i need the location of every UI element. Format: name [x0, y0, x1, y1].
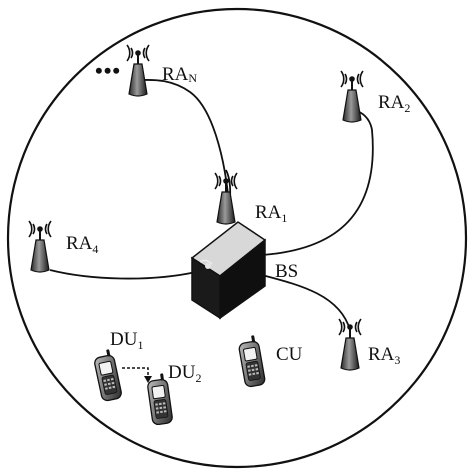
- antenna-ra3-icon: [338, 318, 362, 371]
- link-ra4: [49, 269, 197, 280]
- antenna-ran-icon: [126, 44, 150, 97]
- coverage-circle: [6, 7, 468, 469]
- label-du2: DU2: [168, 362, 201, 385]
- phone-du1-icon: [91, 347, 124, 403]
- antenna-ra2-icon: [340, 70, 364, 123]
- antenna-ra1-icon: [214, 172, 238, 225]
- link-ra2: [261, 109, 374, 256]
- label-bs: BS: [275, 261, 298, 282]
- label-ra1: RA1: [255, 202, 287, 225]
- phone-cu-icon: [236, 334, 267, 389]
- label-ran: RAN: [162, 64, 197, 85]
- more-antennas-indicator: •••: [95, 58, 121, 83]
- antenna-ra4-icon: [28, 220, 52, 273]
- link-ran: [141, 79, 231, 223]
- label-cu: CU: [276, 344, 303, 365]
- label-ra3: RA3: [368, 344, 400, 367]
- d2d-link: [122, 367, 152, 383]
- label-ra2: RA2: [378, 92, 410, 115]
- bs-handle-icon: [199, 259, 213, 265]
- link-ra3: [261, 274, 351, 331]
- label-ra4: RA4: [66, 233, 98, 256]
- base-station: [190, 221, 267, 320]
- label-du1: DU1: [110, 329, 143, 352]
